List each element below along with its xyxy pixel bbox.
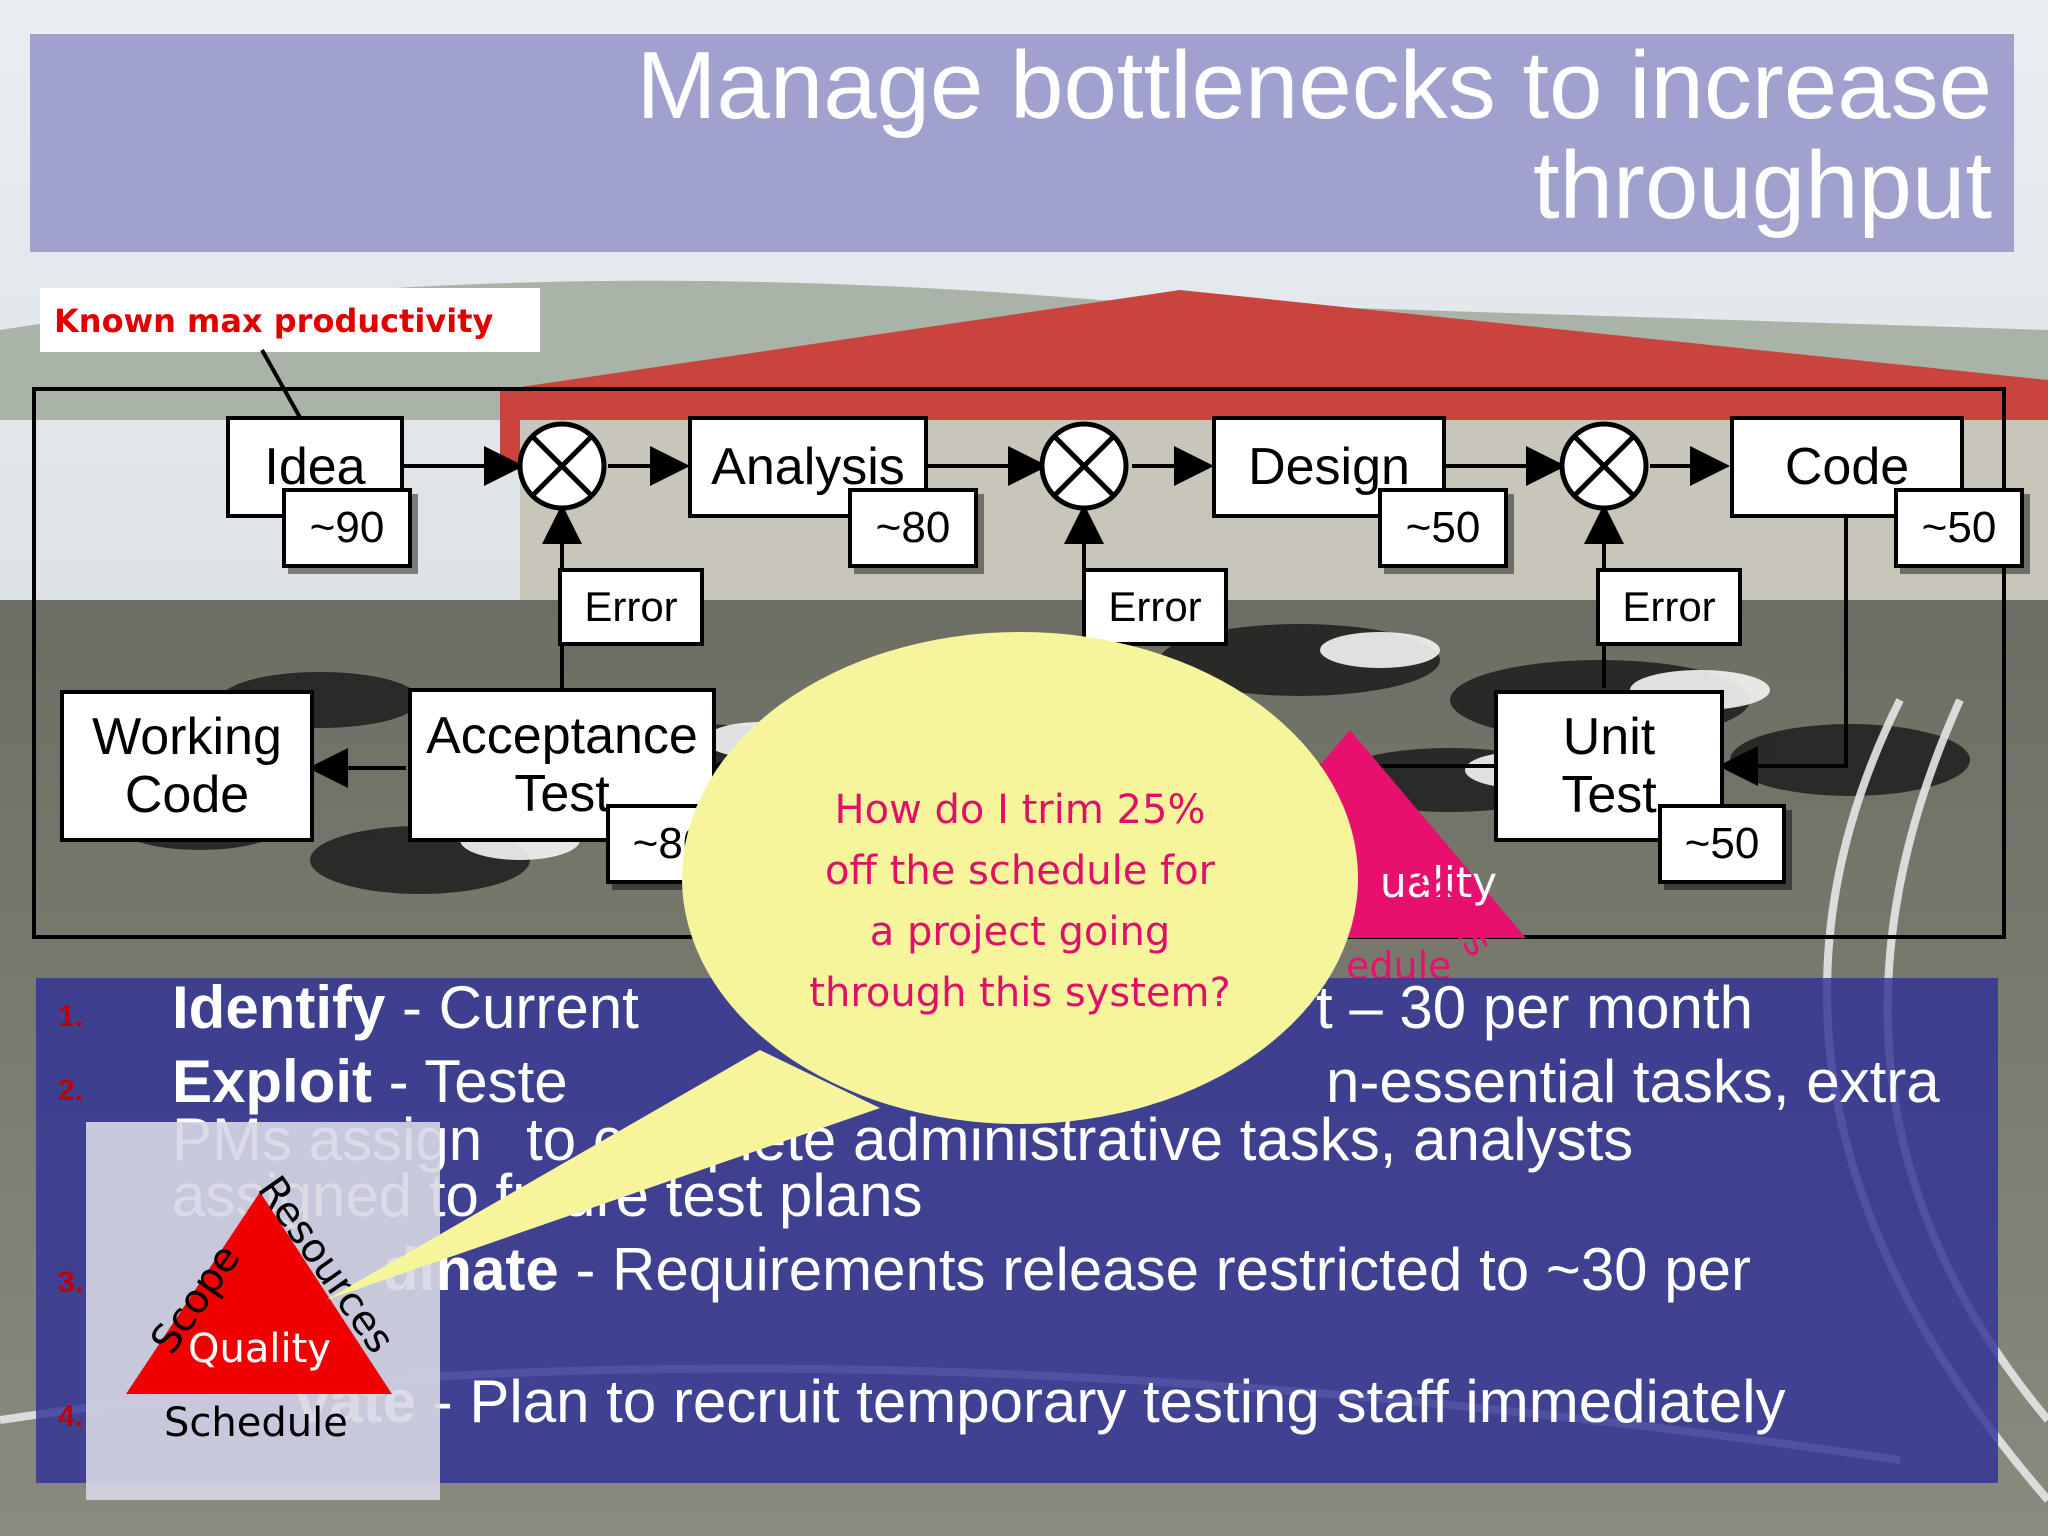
step-3-number: 3. <box>58 1266 84 1299</box>
step-2-text: Exploit - Teste <box>172 1052 568 1112</box>
stage-acceptance-label-1: Acceptance <box>426 707 698 765</box>
step-4-number: 4. <box>58 1400 84 1433</box>
error-label-2: Error <box>1108 583 1202 630</box>
error-box-2: Error <box>1082 568 1228 646</box>
large-triangle-quality: uality <box>1380 858 1498 907</box>
capacity-design-value: ~50 <box>1405 503 1481 552</box>
error-label-3: Error <box>1622 583 1716 630</box>
step-2-body: - Teste <box>372 1048 568 1115</box>
stage-acceptance-label-2: Test <box>514 765 610 823</box>
small-triangle-shape <box>126 1192 392 1394</box>
capacity-code-value: ~50 <box>1921 503 1997 552</box>
stage-unit-label-2: Test <box>1561 766 1657 824</box>
step-1-keyword: Identify <box>172 974 386 1041</box>
stage-code-label: Code <box>1784 438 1910 496</box>
junction-3 <box>1559 421 1649 511</box>
arrow-code-to-unit-test <box>1718 518 1848 786</box>
capacity-analysis-value: ~80 <box>875 503 951 552</box>
capacity-idea: ~90 <box>282 488 412 568</box>
stage-design-label: Design <box>1248 438 1410 496</box>
step-4-body: - Plan to recruit temporary testing staf… <box>416 1368 1786 1435</box>
bubble-line-2: off the schedule for <box>824 848 1216 894</box>
step-3-body: - Requirements release restricted to ~30… <box>558 1236 1751 1303</box>
capacity-code: ~50 <box>1894 488 2024 568</box>
bubble-line-1: How do I trim 25% <box>834 787 1206 833</box>
stage-unit-label-1: Unit <box>1562 708 1656 766</box>
stage-working-label-1: Working <box>92 708 282 766</box>
error-label-1: Error <box>584 583 678 630</box>
bubble-line-4: through this system? <box>809 970 1231 1016</box>
junction-1 <box>517 421 607 511</box>
step-1-body: - Current <box>385 974 639 1041</box>
step-2-keyword: Exploit <box>172 1048 373 1115</box>
known-max-label: Known max productivity <box>54 302 494 340</box>
capacity-analysis: ~80 <box>848 488 978 568</box>
step-2-number: 2. <box>58 1074 84 1107</box>
speech-bubble-text: How do I trim 25% off the schedule for a… <box>780 780 1260 1024</box>
known-max-callout: Known max productivity <box>40 288 540 352</box>
title-line-2: throughput <box>1532 132 1992 239</box>
speech-bubble-tail <box>326 1050 880 1300</box>
speech-bubble-body <box>682 632 1358 1124</box>
capacity-unit-test-value: ~50 <box>1684 819 1760 868</box>
bubble-line-3: a project going <box>869 909 1171 955</box>
step-1-number: 1. <box>58 1000 84 1033</box>
junction-2 <box>1039 421 1129 511</box>
capacity-unit-test: ~50 <box>1658 804 1786 884</box>
page-title: Manage bottlenecks to increase throughpu… <box>292 36 1992 236</box>
error-box-3: Error <box>1596 568 1742 646</box>
step-2-tail: n-essential tasks, extra <box>1326 1048 1940 1115</box>
stage-working-code: Working Code <box>60 690 314 842</box>
step-1-text: Identify - Current <box>172 978 639 1038</box>
small-triangle-quality: Quality <box>188 1326 331 1372</box>
title-line-1: Manage bottlenecks to increase <box>636 32 1992 139</box>
stage-working-label-2: Code <box>124 766 250 824</box>
capacity-idea-value: ~90 <box>309 503 385 552</box>
stage-idea-label: Idea <box>264 438 366 496</box>
error-box-1: Error <box>558 568 704 646</box>
small-triangle-schedule: Schedule <box>164 1400 348 1446</box>
step-1-tail: t – 30 per month <box>1316 974 1753 1041</box>
capacity-design: ~50 <box>1378 488 1508 568</box>
stage-analysis-label: Analysis <box>711 438 905 496</box>
title-band <box>30 34 2014 252</box>
